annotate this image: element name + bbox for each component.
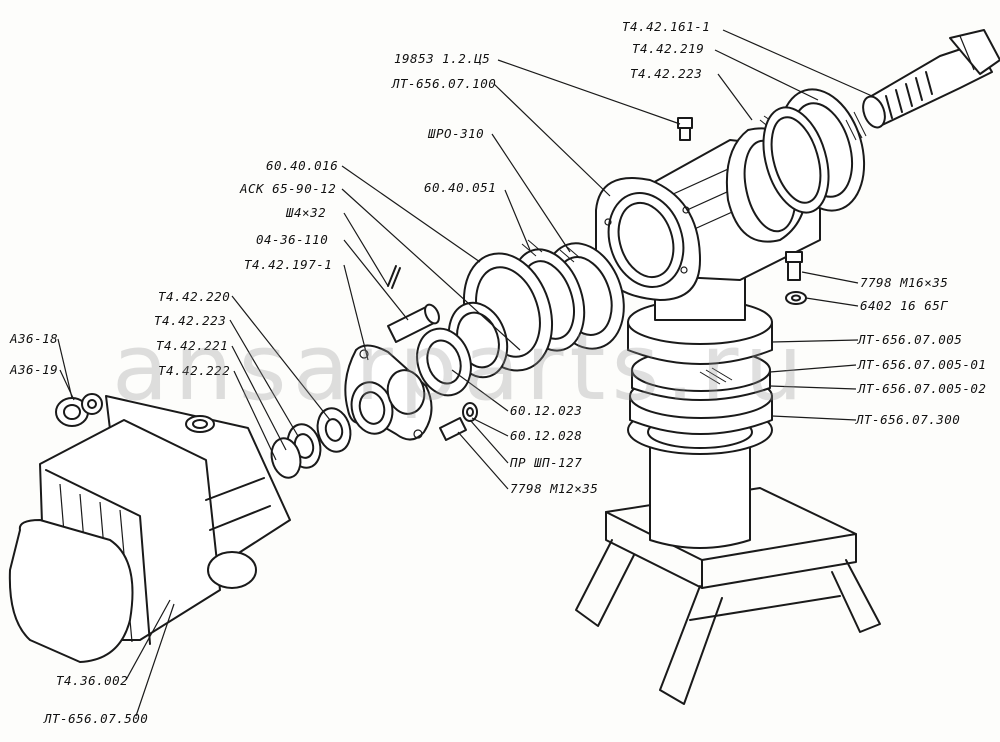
label-04-36-110: 04-36-110: [256, 232, 329, 247]
output-shaft: [862, 29, 1000, 129]
label-lt-656-07-300: ЛТ-656.07.300: [856, 412, 961, 427]
label-a36-19: А36-19: [10, 362, 59, 377]
label-lt-656-07-005-02: ЛТ-656.07.005-02: [858, 381, 987, 396]
label-t4-42-222: Т4.42.222: [158, 363, 231, 378]
label-pr-shp-127: ПР ШП-127: [510, 455, 583, 470]
leader-lines: [57, 29, 873, 717]
label-ack-65-90-12: АСК 65-90-12: [240, 181, 337, 196]
label-lt-656-07-500: ЛТ-656.07.500: [44, 711, 149, 726]
vertical-column: [627, 249, 773, 549]
label-7798-m12x35: 7798 М12×35: [510, 481, 599, 496]
label-60-40-051: 60.40.051: [424, 180, 497, 195]
lever-bracket: [344, 344, 433, 441]
bearing-stack: [416, 239, 625, 441]
small-washers: [55, 393, 352, 479]
label-lt-656-07-005-01: ЛТ-656.07.005-01: [858, 357, 987, 372]
label-sh4x32: Ш4×32: [286, 205, 327, 220]
label-t4-42-161-1: Т4.42.161-1: [622, 19, 711, 34]
label-60-40-016: 60.40.016: [266, 158, 339, 173]
label-60-12-023: 60.12.023: [510, 403, 583, 418]
label-lt-656-07-100: ЛТ-656.07.100: [392, 76, 497, 91]
label-t4-42-221: Т4.42.221: [156, 338, 229, 353]
label-60-12-028: 60.12.028: [510, 428, 583, 443]
label-6402-16-65g: 6402 16 65Г: [860, 298, 949, 313]
motor-body: [8, 395, 291, 663]
label-t4-42-223-top: Т4.42.223: [630, 66, 703, 81]
label-shro-310: ШРО-310: [428, 126, 485, 141]
label-19853-bolt: 19853 1.2.Ц5: [394, 51, 491, 66]
label-t4-36-002: Т4.36.002: [56, 673, 129, 688]
label-t4-42-220: Т4.42.220: [158, 289, 231, 304]
right-flange: [762, 88, 867, 214]
label-t4-42-223-left: Т4.42.223: [154, 313, 227, 328]
label-a36-18: А36-18: [10, 331, 59, 346]
label-7798-m16x35: 7798 М16×35: [860, 275, 949, 290]
label-lt-656-07-005: ЛТ-656.07.005: [858, 332, 963, 347]
label-t4-42-197-1: Т4.42.197-1: [244, 257, 333, 272]
label-t4-42-219: Т4.42.219: [632, 41, 705, 56]
pin-and-bushing: [387, 265, 440, 343]
